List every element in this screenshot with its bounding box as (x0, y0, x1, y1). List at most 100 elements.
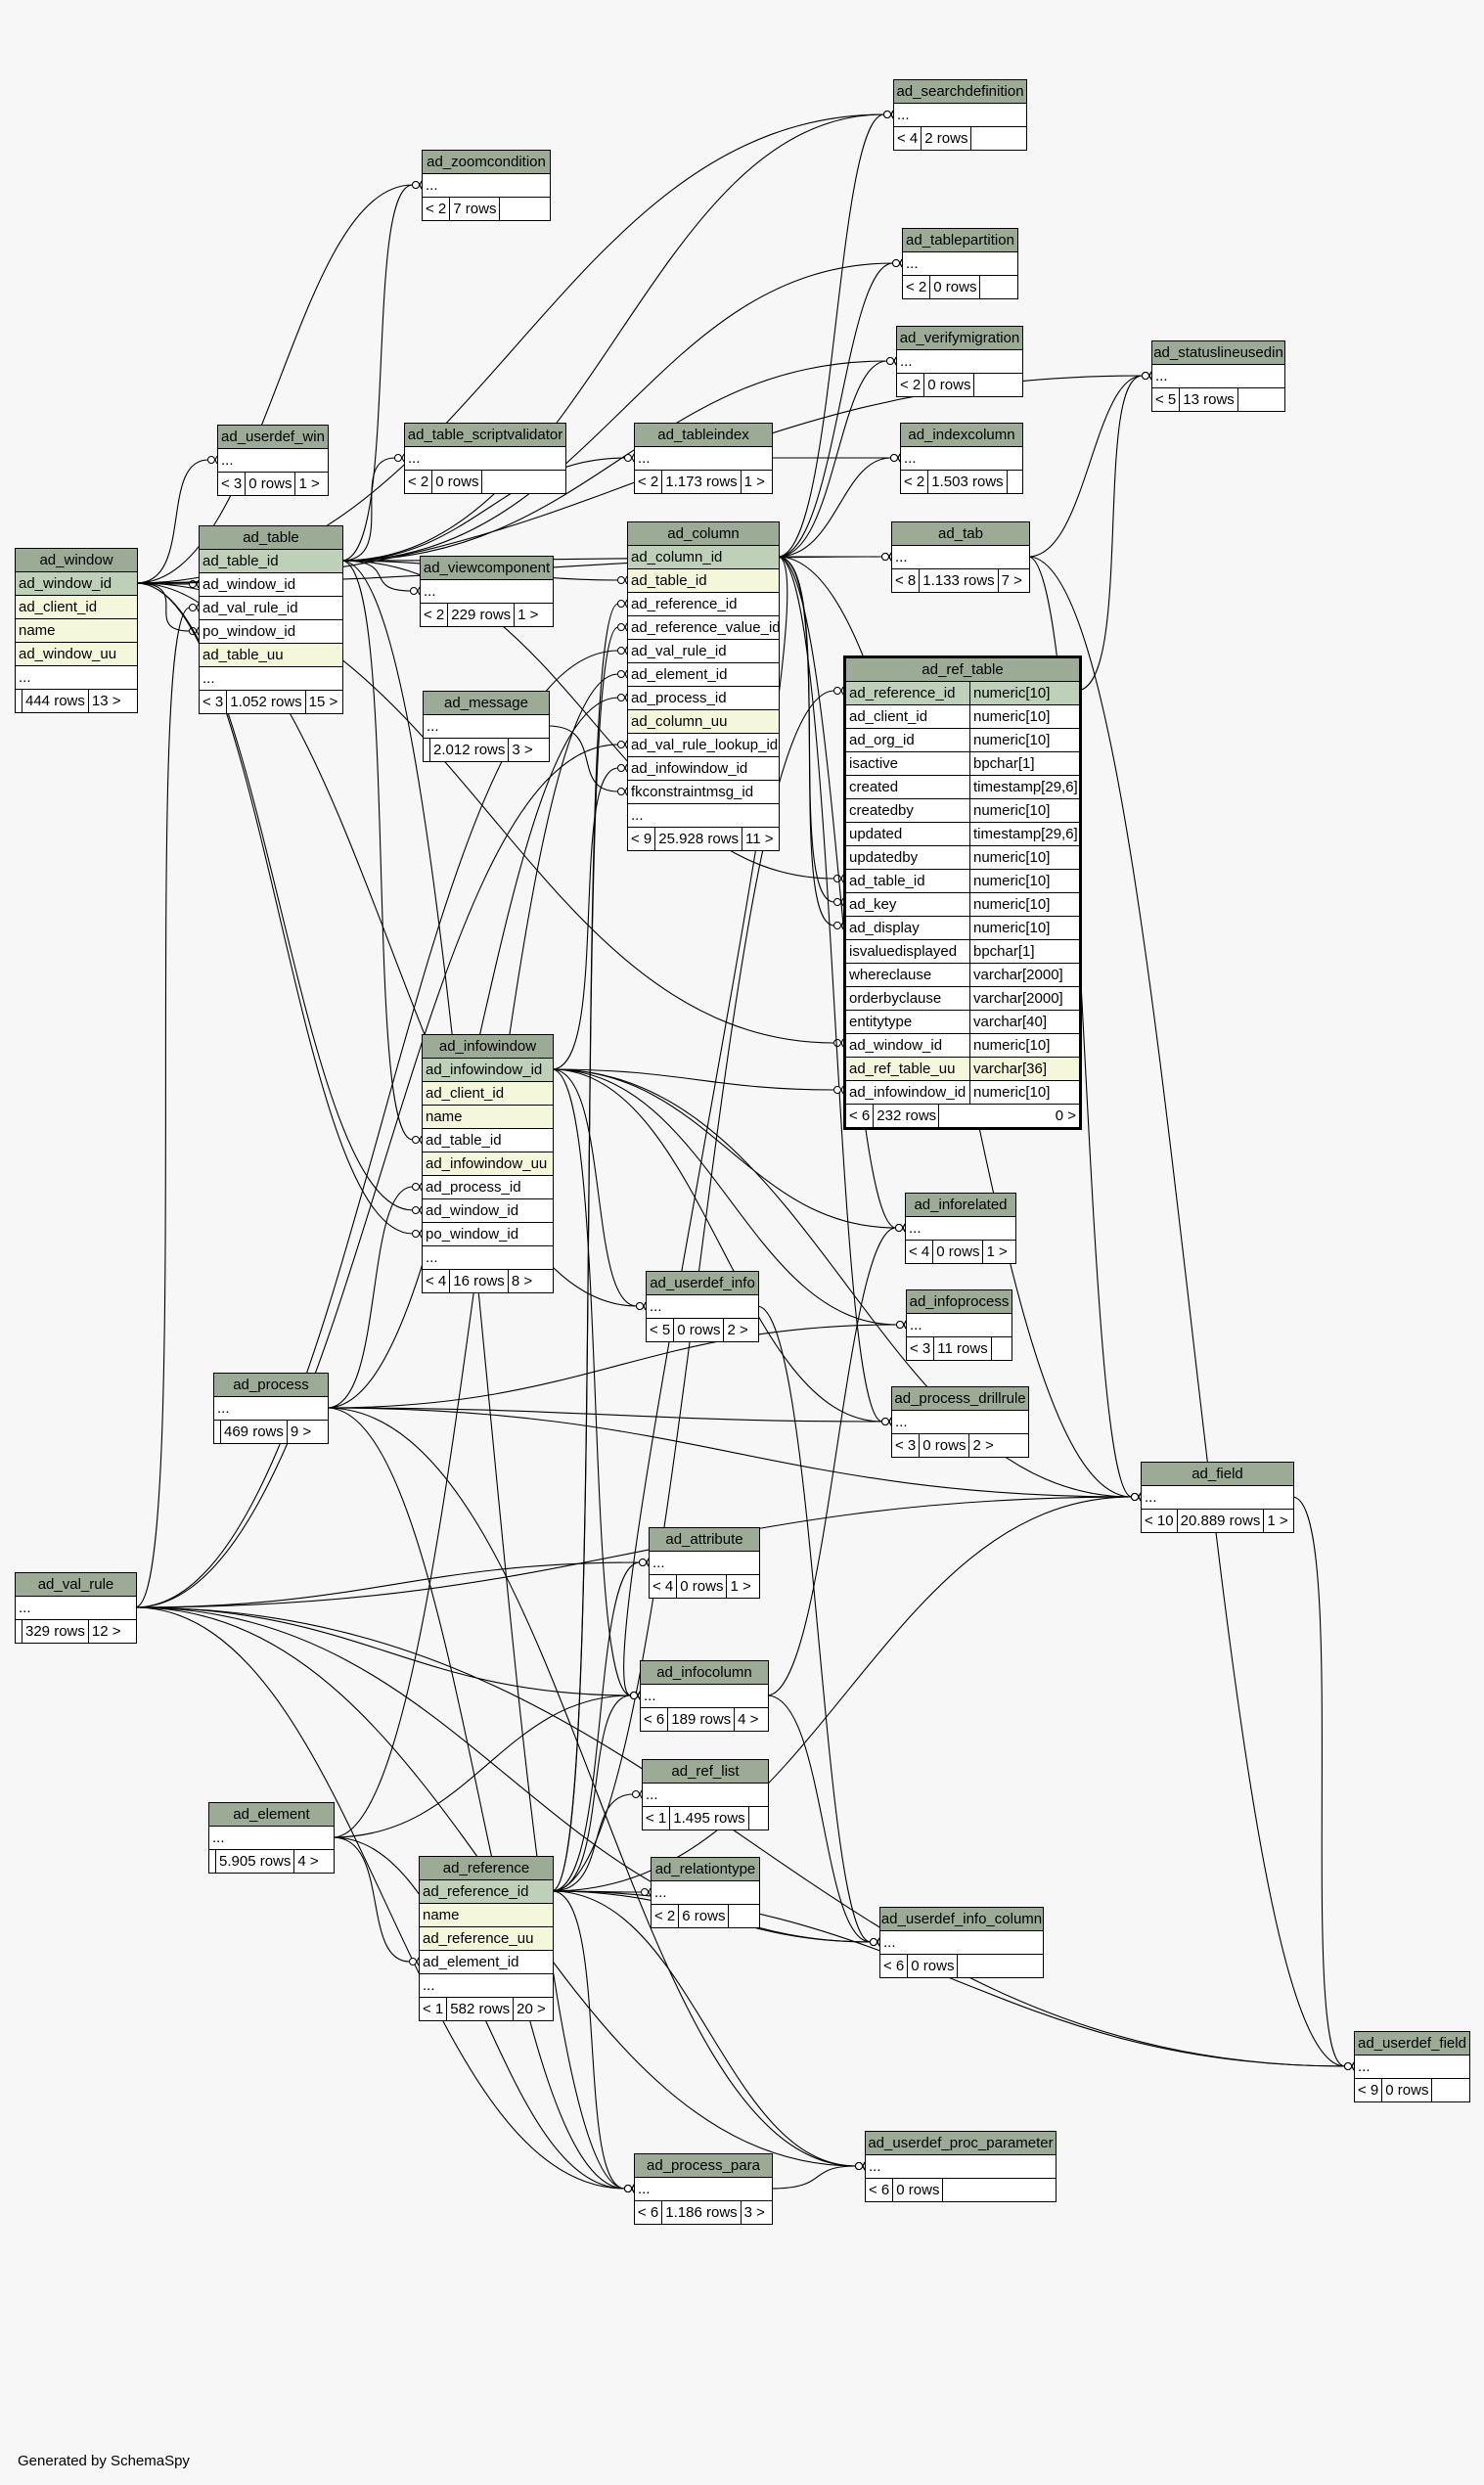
column-name: ... (650, 1298, 662, 1315)
table-ad-ref-table[interactable]: ad_ref_table ad_reference_id numeric[10] ad… (843, 655, 1082, 1130)
relationship-line (340, 457, 626, 562)
row-count: 0 rows (908, 1955, 959, 1977)
column-name: ad_infowindow_uu (426, 1155, 548, 1172)
column-type: timestamp[29,6] (969, 776, 1079, 798)
column-name: ad_display (849, 920, 920, 936)
relationship-line (777, 556, 897, 1229)
table-name: ad_searchdefinition (894, 80, 1026, 104)
column-name: ad_reference_id (849, 685, 956, 701)
parents-count: < 4 (906, 1241, 934, 1263)
optional-marker (412, 1136, 420, 1144)
column-row: ... (907, 1314, 1012, 1337)
relationship-line (551, 1068, 883, 1423)
parents-count (209, 1850, 216, 1873)
column-row: fkconstraintmsg_id (628, 781, 779, 804)
optional-marker (641, 1888, 649, 1896)
parents-count: < 3 (218, 473, 247, 495)
crowfoot-marker (1148, 371, 1152, 381)
column-row: ad_reference_uu (420, 1927, 553, 1951)
column-name: ... (906, 255, 919, 272)
column-row: ... (901, 447, 1022, 471)
column-name: ad_client_id (426, 1085, 505, 1102)
table-name: ad_tablepartition (903, 229, 1017, 252)
crowfoot-marker (624, 599, 628, 609)
column-name: name (426, 1108, 463, 1125)
column-row: ... (897, 350, 1022, 374)
column-row: ad_table_id (200, 550, 342, 573)
column-row: ad_table_uu (200, 644, 342, 667)
row-count: 329 rows (22, 1620, 89, 1643)
column-name: ad_column_uu (631, 713, 728, 730)
column-row: ... (423, 1246, 553, 1270)
column-row: ... (652, 1881, 759, 1905)
children-count: 1 > (986, 1243, 1008, 1260)
relationship-line (551, 1068, 1133, 1498)
crowfoot-marker (899, 258, 903, 268)
row-count: 0 rows (677, 1575, 728, 1598)
table-name: ad_ref_table (846, 658, 1079, 682)
crowfoot-marker (643, 1301, 647, 1311)
children-count: 1 > (730, 1578, 751, 1595)
column-type: bpchar[1] (969, 940, 1079, 963)
row-count: 1.186 rows (662, 2201, 742, 2224)
column-name: ... (1358, 2058, 1371, 2075)
column-name: name (19, 622, 56, 639)
column-row: ad_val_rule_lookup_id (628, 734, 779, 757)
optional-marker (636, 1302, 644, 1310)
column-type: numeric[10] (969, 917, 1079, 939)
optional-marker (1131, 1493, 1139, 1501)
children-count: 1 > (298, 475, 320, 492)
column-name: createdby (849, 802, 914, 819)
optional-marker (833, 875, 841, 882)
crowfoot-marker (624, 622, 628, 632)
parents-count: < 9 (1355, 2079, 1383, 2101)
relationship-line (551, 1694, 632, 1892)
children-count: 1 > (743, 474, 765, 490)
column-name: ... (883, 1934, 896, 1951)
relationship-line (326, 1407, 626, 2190)
table-name: ad_val_rule (16, 1573, 136, 1597)
table-name: ad_ref_list (643, 1760, 768, 1784)
relationship-line (326, 1407, 1133, 1498)
relationship-line (766, 1227, 897, 1696)
